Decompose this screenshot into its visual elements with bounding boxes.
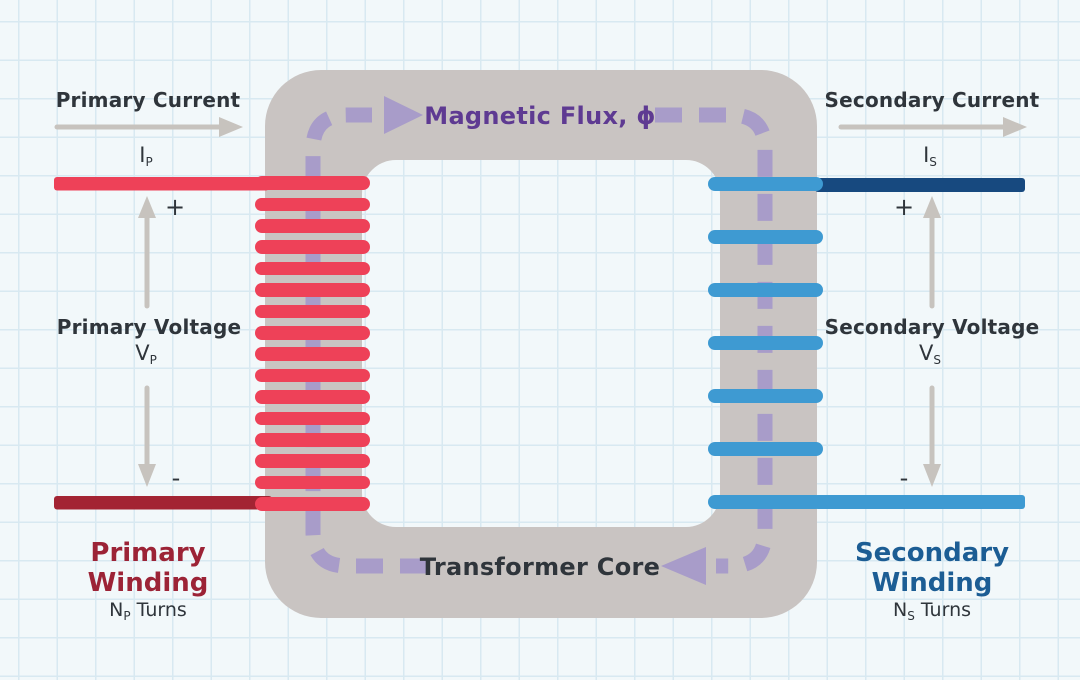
secondary-winding-label: Secondary Winding	[854, 538, 1010, 598]
secondary-voltage-symbol: VS	[919, 341, 941, 367]
magnetic-flux-label: Magnetic Flux, ϕ	[424, 102, 656, 130]
primary-coil-turn	[255, 347, 370, 361]
secondary-voltage-up-arrow-icon	[923, 196, 941, 309]
primary-winding-coils	[255, 176, 370, 518]
primary-winding-label: Primary Winding	[87, 538, 209, 598]
secondary-coil-turn	[708, 176, 823, 192]
secondary-winding-coils	[708, 176, 823, 518]
secondary-current-label: Secondary Current	[824, 88, 1040, 112]
primary-top-wire	[54, 177, 269, 191]
primary-coil-turn	[255, 411, 370, 426]
primary-coil-turn	[255, 433, 370, 447]
primary-voltage-down-arrow-icon	[138, 385, 156, 487]
secondary-coil-turn	[708, 494, 823, 510]
primary-coil-turn	[255, 368, 370, 383]
secondary-voltage-down-arrow-icon	[923, 385, 941, 487]
primary-coil-turn	[255, 219, 370, 233]
primary-coil-turn	[255, 497, 370, 511]
primary-polarity-plus: +	[164, 193, 186, 221]
secondary-voltage-label: Secondary Voltage	[824, 315, 1040, 339]
primary-current-label: Primary Current	[55, 88, 241, 112]
primary-coil-turn	[255, 283, 370, 297]
secondary-coil-turn	[708, 282, 823, 298]
primary-current-arrow-icon	[54, 117, 243, 137]
primary-coil-turn	[255, 176, 370, 190]
secondary-top-wire	[815, 178, 1025, 192]
primary-coil-turn	[255, 454, 370, 468]
flux-arrowhead-right-icon	[384, 96, 423, 134]
primary-coil-turn	[255, 197, 370, 212]
secondary-coil-turn	[708, 229, 823, 245]
primary-coil-turn	[255, 304, 370, 319]
secondary-current-arrow-icon	[838, 117, 1027, 137]
primary-current-symbol: IP	[139, 143, 153, 169]
primary-coil-turn	[255, 240, 370, 254]
primary-coil-turn	[255, 326, 370, 340]
transformer-core-label: Transformer Core	[419, 553, 661, 581]
flux-arrowhead-left-icon	[661, 547, 706, 585]
flux-path-left	[305, 107, 427, 574]
primary-voltage-label: Primary Voltage	[56, 315, 242, 339]
secondary-polarity-plus: +	[893, 193, 915, 221]
primary-polarity-minus: -	[171, 464, 181, 492]
primary-coil-turn	[255, 390, 370, 404]
primary-coil-turn	[255, 261, 370, 276]
secondary-bottom-wire	[815, 495, 1025, 509]
primary-bottom-wire	[54, 496, 272, 510]
secondary-coil-turn	[708, 335, 823, 351]
primary-voltage-symbol: VP	[135, 341, 157, 367]
secondary-polarity-minus: -	[899, 464, 909, 492]
secondary-current-symbol: IS	[923, 143, 937, 169]
primary-voltage-up-arrow-icon	[138, 196, 156, 309]
secondary-coil-turn	[708, 388, 823, 404]
secondary-coil-turn	[708, 441, 823, 457]
primary-coil-turn	[255, 475, 370, 490]
